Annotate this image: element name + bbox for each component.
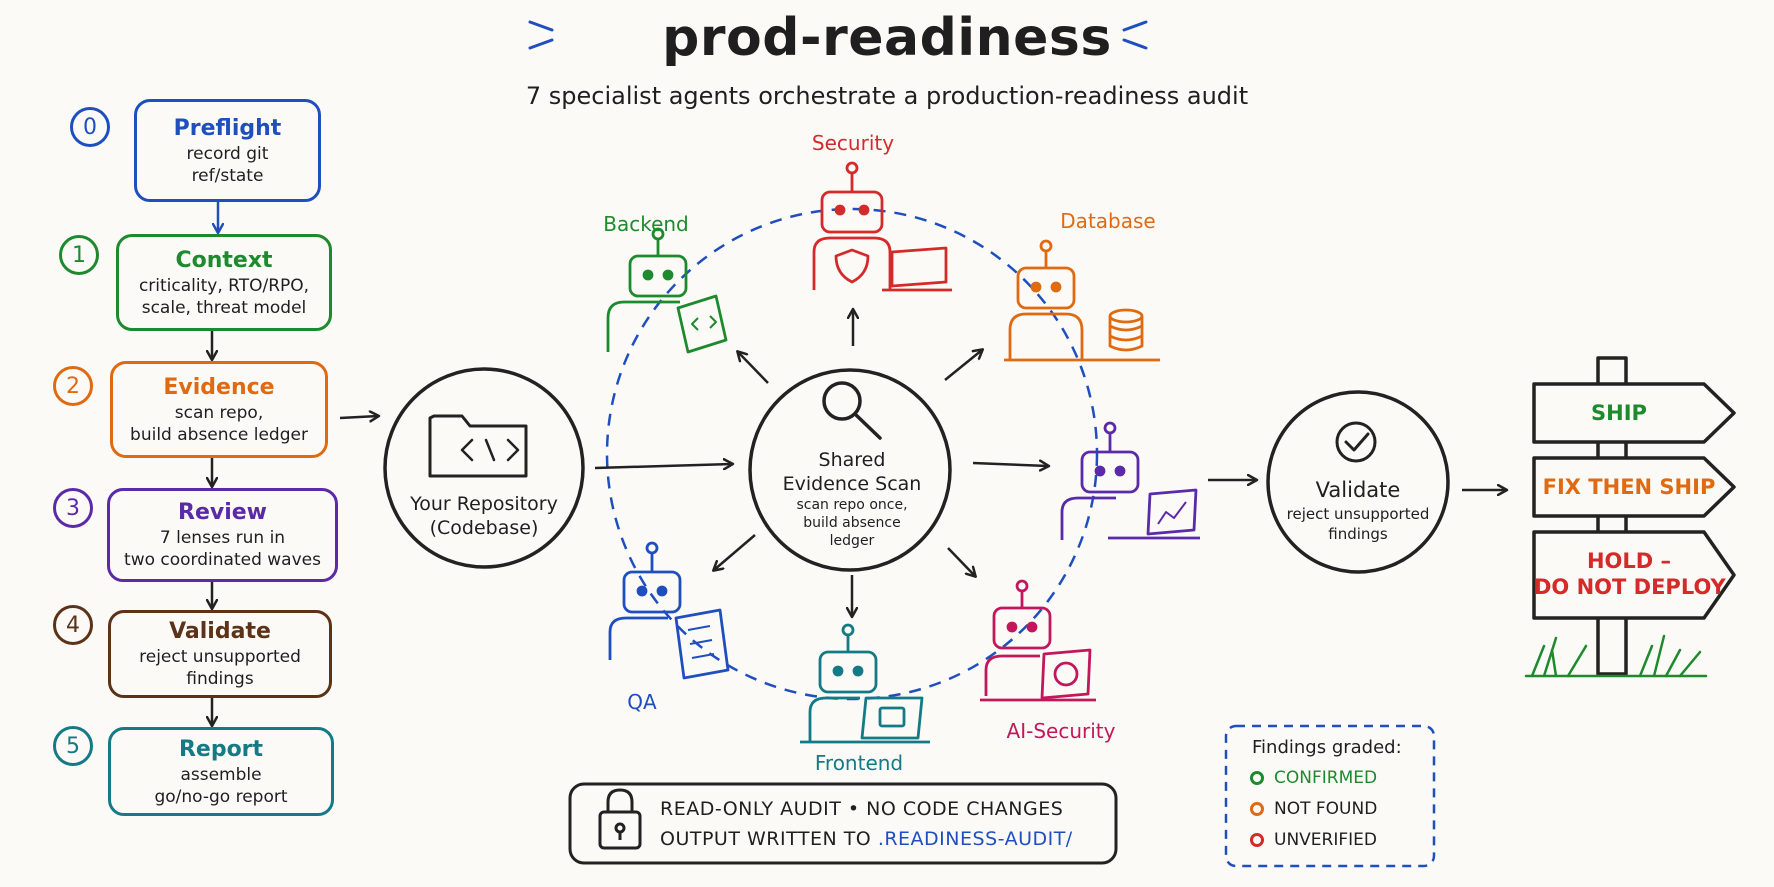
step-desc-review-2: two coordinated waves (124, 550, 321, 570)
step-desc-evidence-1: scan repo, (174, 402, 264, 423)
step-title-review: Review (178, 500, 267, 525)
legend-label-unverified: UNVERIFIED (1274, 830, 1377, 850)
legend-item-confirmed: CONFIRMED (1250, 768, 1377, 788)
step-box-validate: Validate reject unsupported findings (108, 610, 332, 698)
lock-icon (598, 788, 642, 850)
robot-ai-security-icon (980, 579, 1096, 702)
step-title-context: Context (175, 247, 273, 273)
shared-scan-desc-2: build absence (803, 515, 901, 531)
title-spark-right (1122, 20, 1148, 50)
step-number-5: 5 (53, 726, 93, 766)
sign-fix-then-ship: FIX THEN SHIP (1542, 475, 1716, 499)
validate-label: Validate reject unsupported findings (1287, 476, 1430, 544)
step-desc-report-1: assemble (180, 764, 262, 785)
step-number-3: 3 (53, 488, 93, 528)
shared-scan-title-1: Shared (818, 449, 886, 471)
legend-label-confirmed: CONFIRMED (1274, 768, 1378, 788)
step-arrows (212, 202, 378, 725)
audit-line-2-prefix: OUTPUT WRITTEN TO (660, 828, 878, 850)
shared-scan-circle (748, 368, 952, 572)
shared-scan-desc-3: ledger (829, 533, 875, 549)
validate-desc-1: reject unsupported (1286, 505, 1430, 523)
robot-performance-icon (1060, 421, 1200, 540)
step-desc-review-1: 7 lenses run in (159, 528, 286, 548)
legend-dot-unverified-icon (1250, 833, 1264, 847)
step-title-report: Report (178, 736, 264, 762)
signpost-icon (1532, 356, 1736, 676)
step-box-context: Context criticality, RTO/RPO, scale, thr… (116, 234, 332, 331)
legend-box (1224, 724, 1436, 868)
legend-dot-confirmed-icon (1250, 771, 1264, 785)
step-number-2: 2 (53, 366, 93, 406)
title-spark-left (528, 20, 554, 50)
step-box-preflight: Preflight record git ref/state (134, 99, 321, 202)
robot-security-icon (812, 161, 952, 292)
page-title: prod-readiness (662, 8, 1112, 68)
legend-item-unverified: UNVERIFIED (1250, 830, 1377, 850)
legend-title: Findings graded: (1252, 737, 1402, 758)
flow-arrows (594, 310, 1506, 616)
audit-box (568, 782, 1118, 865)
step-box-report: Report assemble go/no-go report (108, 727, 334, 816)
sign-hold-line-1: HOLD – (1586, 549, 1672, 573)
robot-qa-icon (608, 541, 730, 680)
robot-database-icon (1004, 239, 1160, 362)
legend-dot-not-found-icon (1250, 802, 1264, 816)
step-number-0: 0 (70, 107, 110, 147)
shared-scan-label: Shared Evidence Scan scan repo once, bui… (783, 448, 922, 550)
robot-backend-icon (606, 227, 728, 354)
sign-hold: HOLD – DO NOT DEPLOY (1534, 548, 1726, 600)
agent-label-frontend: Frontend (814, 751, 904, 775)
shared-scan-title-2: Evidence Scan (782, 473, 922, 495)
step-number-1: 1 (59, 235, 99, 275)
magnifier-icon (822, 381, 882, 440)
step-desc-preflight-2: ref/state (191, 165, 264, 186)
robot-frontend-icon (800, 623, 930, 744)
step-box-review: Review 7 lenses run in two coordinated w… (107, 488, 338, 582)
shared-scan-desc-1: scan repo once, (796, 497, 908, 513)
audit-line-1: READ-ONLY AUDIT • NO CODE CHANGES (660, 798, 1064, 820)
step-desc-context-2: scale, threat model (141, 297, 307, 318)
step-number-4: 4 (53, 605, 93, 645)
audit-output-path: .READINESS-AUDIT/ (877, 828, 1073, 850)
page-subtitle: 7 specialist agents orchestrate a produc… (525, 82, 1249, 110)
step-title-evidence: Evidence (163, 374, 275, 400)
step-desc-validate-1: reject unsupported (139, 647, 301, 667)
validate-desc-2: findings (1328, 525, 1388, 543)
agent-label-backend: Backend (603, 212, 689, 236)
check-circle-icon (1335, 421, 1377, 463)
validate-title: Validate (1315, 478, 1401, 502)
validate-circle (1266, 390, 1450, 574)
agent-label-ai-security: AI-Security (1006, 719, 1116, 743)
repository-title: Your Repository (410, 493, 558, 515)
sign-ship: SHIP (1591, 401, 1647, 425)
step-desc-report-2: go/no-go report (154, 786, 288, 807)
repository-subtitle: (Codebase) (429, 517, 539, 539)
folder-code-icon (428, 414, 528, 478)
step-desc-validate-2: findings (186, 669, 254, 689)
sign-hold-line-2: DO NOT DEPLOY (1534, 575, 1726, 599)
repository-circle (383, 367, 585, 569)
grass-icon (1524, 634, 1708, 678)
legend-item-not-found: NOT FOUND (1250, 799, 1377, 819)
audit-line-2: OUTPUT WRITTEN TO .READINESS-AUDIT/ (660, 828, 1073, 850)
repository-label: Your Repository (Codebase) (410, 492, 558, 540)
agent-label-security: Security (811, 131, 895, 155)
step-desc-context-1: criticality, RTO/RPO, (138, 275, 310, 296)
step-title-validate: Validate (169, 619, 271, 644)
step-title-preflight: Preflight (173, 115, 282, 141)
agent-label-database: Database (1060, 209, 1156, 233)
step-desc-evidence-2: build absence ledger (130, 424, 308, 445)
agent-label-qa: QA (627, 690, 657, 714)
step-box-evidence: Evidence scan repo, build absence ledger (110, 361, 328, 458)
legend-label-not-found: NOT FOUND (1274, 799, 1378, 819)
step-desc-preflight-1: record git (186, 143, 269, 164)
